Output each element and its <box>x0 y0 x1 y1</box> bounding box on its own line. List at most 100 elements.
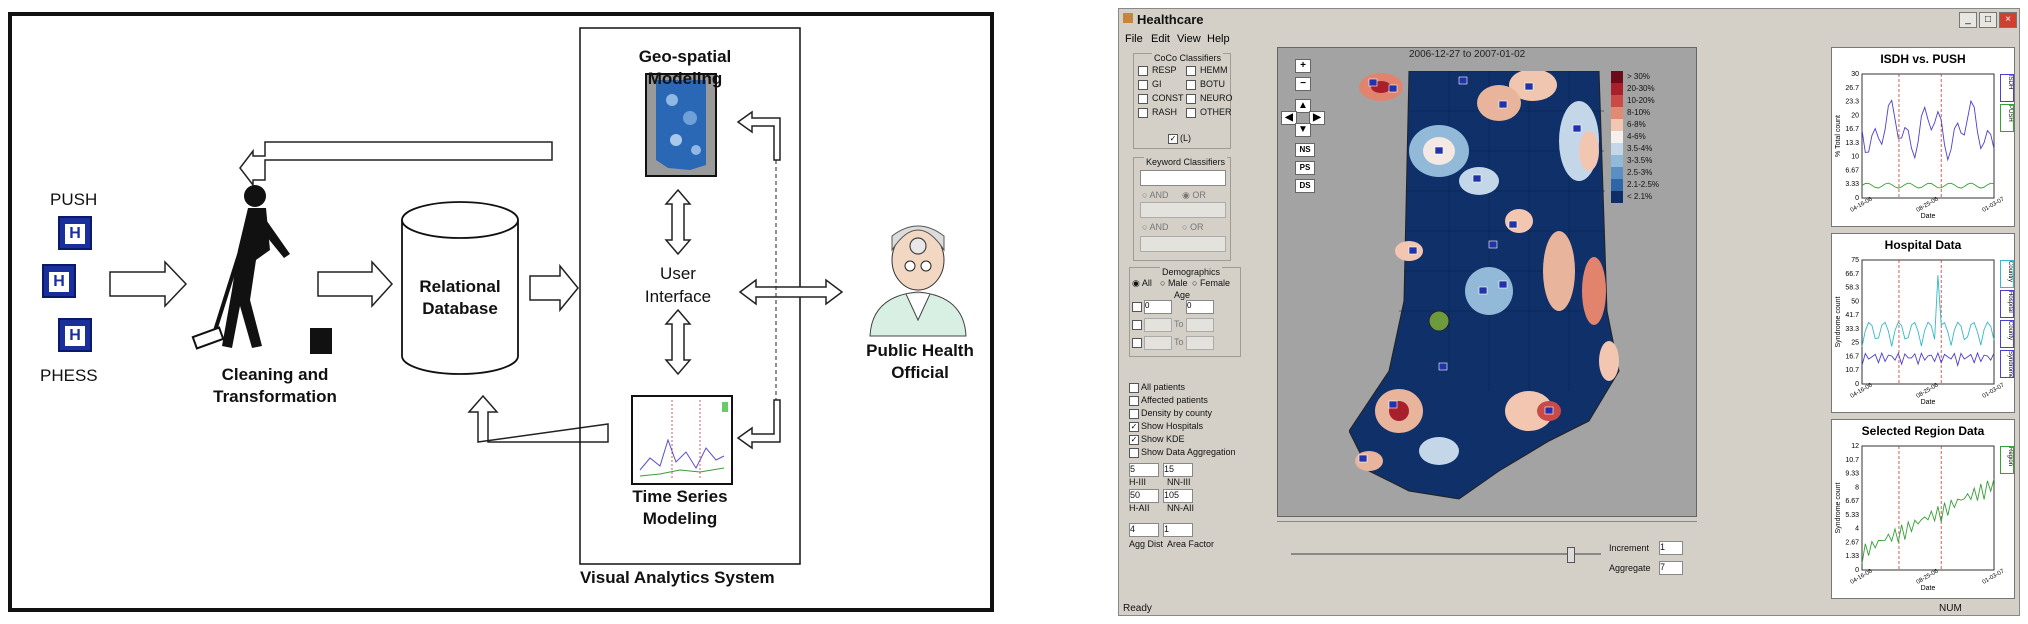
increment-spinner[interactable]: 1 <box>1659 541 1683 555</box>
timeline-slider-track[interactable] <box>1291 553 1601 555</box>
chart-legend-tab[interactable]: Country <box>2000 260 2014 288</box>
x-tick-label: 01-03-07 <box>1982 196 2006 214</box>
keyword-input-3[interactable] <box>1140 236 1226 252</box>
ns-button[interactable]: NS <box>1295 143 1315 157</box>
aggregate-spinner[interactable]: 7 <box>1659 561 1683 575</box>
area-factor-spinner[interactable]: 1 <box>1163 523 1193 537</box>
keyword-input-2[interactable] <box>1140 202 1226 218</box>
checkbox-all-classifiers[interactable]: ✓ <box>1168 134 1178 144</box>
nnhil-spinner[interactable]: 15 <box>1163 463 1193 477</box>
age-from-2[interactable] <box>1144 318 1172 332</box>
hal-spinner[interactable]: 50 <box>1129 489 1159 503</box>
age-checkbox-1[interactable] <box>1132 302 1142 312</box>
ds-button[interactable]: DS <box>1295 179 1315 193</box>
chart-legend-tab[interactable]: PUSH <box>2000 104 2014 132</box>
radio-female[interactable]: ○ Female <box>1192 278 1230 288</box>
keyword-or-2[interactable]: ○ OR <box>1182 222 1204 232</box>
ps-button[interactable]: PS <box>1295 161 1315 175</box>
checkbox-neuro[interactable] <box>1186 94 1196 104</box>
y-tick-label: 58.3 <box>1845 285 1859 292</box>
chart-legend-tab[interactable]: Syndrome <box>2000 350 2014 378</box>
keyword-and-2[interactable]: ○ AND <box>1142 222 1169 232</box>
checkbox-resp[interactable] <box>1138 66 1148 76</box>
hil-spinner[interactable]: 5 <box>1129 463 1159 477</box>
legend-swatch-1 <box>1611 83 1623 95</box>
y-tick-label: 20 <box>1851 112 1859 119</box>
keyword-or-1[interactable]: ◉ OR <box>1182 190 1206 200</box>
zoom-in-button[interactable]: + <box>1295 59 1311 73</box>
age-checkbox-2[interactable] <box>1132 320 1142 330</box>
label-all-classifiers: (L) <box>1180 133 1191 143</box>
checkbox-hemm[interactable] <box>1186 66 1196 76</box>
age-to-3[interactable] <box>1186 336 1214 350</box>
hil-label: H-III <box>1129 477 1146 487</box>
y-tick-label: 6.67 <box>1845 167 1859 174</box>
age-to-1[interactable]: 0 <box>1186 300 1214 314</box>
age-from-1[interactable]: 0 <box>1144 300 1172 314</box>
checkbox-affected-patients[interactable] <box>1129 396 1139 406</box>
age-from-3[interactable] <box>1144 336 1172 350</box>
plot-area <box>1861 73 1995 199</box>
checkbox-all-patients[interactable] <box>1129 383 1139 393</box>
x-tick-label: 08-25-06 <box>1916 382 1940 400</box>
y-tick-label: 16.7 <box>1845 353 1859 360</box>
x-tick-label: 04-16-06 <box>1850 382 1874 400</box>
chart-legend-tab[interactable]: Region <box>2000 446 2014 474</box>
pan-up-button[interactable]: ▲ <box>1295 99 1311 113</box>
keyword-classifiers-group: Keyword Classifiers ○ AND ◉ OR ○ AND ○ O… <box>1133 157 1231 261</box>
timeline-slider-thumb[interactable] <box>1567 547 1575 563</box>
chart-title-0: ISDH vs. PUSH <box>1880 52 1966 66</box>
zoom-out-button[interactable]: − <box>1295 77 1311 91</box>
agg-dist-spinner[interactable]: 4 <box>1129 523 1159 537</box>
age-label: Age <box>1174 290 1191 300</box>
x-tick-label: 08-25-06 <box>1916 196 1940 214</box>
checkbox-show-kde[interactable]: ✓ <box>1129 435 1139 445</box>
checkbox-density-by-county[interactable] <box>1129 409 1139 419</box>
checkbox-show-hospitals[interactable]: ✓ <box>1129 422 1139 432</box>
nnhal-spinner[interactable]: 105 <box>1163 489 1193 503</box>
database-cylinder <box>401 220 519 375</box>
close-button[interactable]: × <box>1999 12 2017 28</box>
legend-swatch-0 <box>1611 71 1623 83</box>
y-axis-label: % Total count <box>1835 115 1842 157</box>
checkbox-show-data-aggregation[interactable] <box>1129 448 1139 458</box>
checkbox-const[interactable] <box>1138 94 1148 104</box>
age-to-2[interactable] <box>1186 318 1214 332</box>
menu-help[interactable]: Help <box>1207 33 1230 45</box>
checkbox-gi[interactable] <box>1138 80 1148 90</box>
checkbox-rash[interactable] <box>1138 108 1148 118</box>
arrow-to-cleaning <box>109 260 188 308</box>
label-rash: RASH <box>1152 107 1178 117</box>
chart-legend-tab[interactable]: Hospital <box>2000 290 2014 318</box>
cleaning-person-icon <box>191 185 332 354</box>
healthcare-window: Healthcare _ □ × File Edit View Help CoC… <box>1118 8 2020 616</box>
pan-down-button[interactable]: ▼ <box>1295 123 1311 137</box>
y-tick-label: 50 <box>1851 298 1859 305</box>
y-axis-label: Syndrome count <box>1835 296 1842 347</box>
menu-edit[interactable]: Edit <box>1151 33 1170 45</box>
radio-male[interactable]: ○ Male <box>1160 278 1188 288</box>
age-to-label-2: To <box>1174 319 1184 329</box>
checkbox-botu[interactable] <box>1186 80 1196 90</box>
checkbox-other[interactable] <box>1186 108 1196 118</box>
keyword-and-1[interactable]: ○ AND <box>1142 190 1169 200</box>
hospital-icon: H <box>42 264 76 298</box>
age-checkbox-3[interactable] <box>1132 338 1142 348</box>
arrow-feedback-bottom <box>467 394 609 443</box>
label-show-data-aggregation: Show Data Aggregation <box>1141 447 1236 457</box>
chart-legend-tab[interactable]: ISDH <box>2000 74 2014 102</box>
pan-right-button[interactable]: ▶ <box>1309 111 1325 125</box>
keyword-input-1[interactable] <box>1140 170 1226 186</box>
menu-file[interactable]: File <box>1125 33 1143 45</box>
maximize-button[interactable]: □ <box>1979 12 1997 28</box>
radio-all[interactable]: ◉ All <box>1132 278 1152 288</box>
menu-view[interactable]: View <box>1177 33 1201 45</box>
minimize-button[interactable]: _ <box>1959 12 1977 28</box>
demographics-group: Demographics ◉ All ○ Male ○ Female Age 0… <box>1129 267 1241 357</box>
pan-left-button[interactable]: ◀ <box>1281 111 1297 125</box>
chart-legend-tab[interactable]: County <box>2000 320 2014 348</box>
